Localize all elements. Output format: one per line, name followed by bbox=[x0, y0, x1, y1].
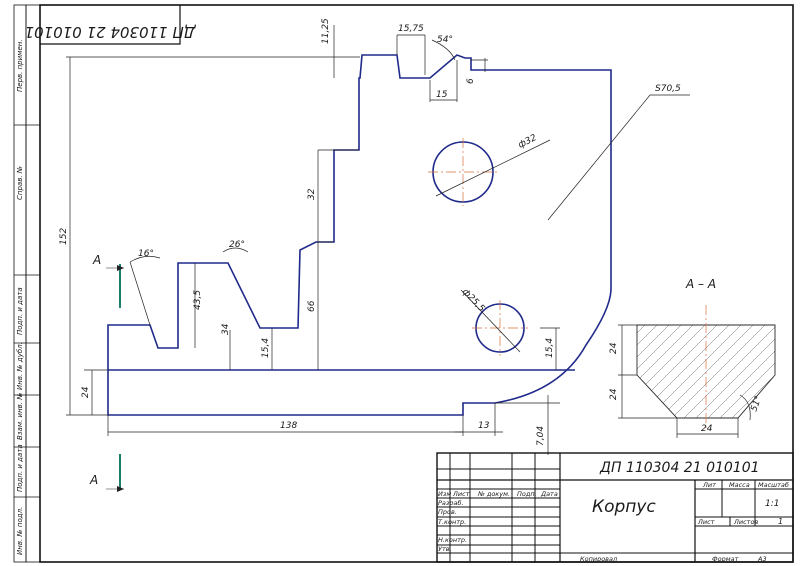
sheets-label: Листов bbox=[733, 518, 758, 526]
lit-header: Лит bbox=[702, 481, 716, 489]
scale-value: 1:1 bbox=[765, 499, 779, 509]
sidebar-label-dup-inv: Инв. № дубл. bbox=[16, 342, 24, 390]
dim-phi32: ф32 bbox=[517, 133, 539, 151]
row-label-approved: Утв. bbox=[438, 545, 452, 553]
dim-66: 66 bbox=[307, 300, 317, 312]
section-dim-bottom: 24 bbox=[701, 424, 713, 434]
dim-54deg: 54° bbox=[437, 35, 453, 45]
dim-138: 138 bbox=[280, 421, 297, 431]
sheet-frame bbox=[13, 4, 794, 563]
sidebar-label-sign-date-1: Подп. и дата bbox=[16, 287, 24, 335]
col-header-date: Дата bbox=[540, 490, 558, 498]
sheets-value: 1 bbox=[778, 517, 783, 526]
col-header-change: Изм bbox=[438, 490, 451, 498]
section-dim-side: 24 bbox=[609, 388, 619, 400]
dim-phi25-5: ф25,5 bbox=[460, 287, 487, 314]
col-header-sign: Подп. bbox=[517, 490, 537, 498]
scale-header: Масштаб bbox=[758, 481, 789, 489]
row-label-checked: Пров. bbox=[438, 508, 457, 516]
designation-stamp: ДП 110304 21 010101 bbox=[25, 5, 197, 45]
copied-label: Копировал bbox=[580, 555, 617, 563]
dim-152: 152 bbox=[59, 228, 69, 245]
section-angle: 51° bbox=[749, 395, 764, 413]
title-designation: ДП 110304 21 010101 bbox=[599, 460, 760, 476]
dim-24: 24 bbox=[81, 386, 91, 398]
dim-16deg: 16° bbox=[138, 249, 154, 259]
dim-43-5: 43,5 bbox=[193, 290, 203, 310]
sidebar-label-orig-inv: Инв. № подл. bbox=[16, 507, 24, 555]
sidebar-label-repl-inv: Взам. инв. № bbox=[16, 392, 24, 440]
view-mark-bottom: А bbox=[89, 473, 98, 487]
dim-15-75: 15,75 bbox=[398, 24, 424, 34]
dim-34: 34 bbox=[221, 323, 231, 335]
title-part-name: Корпус bbox=[592, 497, 656, 517]
dim-s70-5: S70,5 bbox=[655, 84, 681, 94]
format-label: Формат bbox=[712, 555, 739, 563]
sidebar-label-ref-no: Справ. № bbox=[16, 166, 24, 200]
section-dim-top: 24 bbox=[609, 342, 619, 354]
row-label-developed: Разраб. bbox=[438, 499, 464, 507]
dim-15-4b: 15,4 bbox=[545, 338, 555, 358]
dim-15-4a: 15,4 bbox=[261, 338, 271, 358]
dim-11-25: 11,25 bbox=[321, 18, 331, 44]
sidebar-label-sign-date-2: Подп. и дата bbox=[16, 444, 24, 492]
sidebar-labels: Перв. примен. Справ. № Подп. и дата Инв.… bbox=[16, 39, 24, 555]
stamp-designation: ДП 110304 21 010101 bbox=[25, 23, 197, 41]
title-block: ДП 110304 21 010101 Корпус Изм Лист № до… bbox=[436, 452, 794, 563]
mass-header: Масса bbox=[729, 481, 750, 489]
col-header-doc-no: № докум. bbox=[477, 490, 510, 498]
dim-26deg: 26° bbox=[229, 240, 245, 250]
sidebar-label-first-use: Перв. примен. bbox=[16, 39, 24, 92]
part-outline bbox=[107, 54, 612, 416]
view-mark-top: А bbox=[92, 253, 101, 267]
section-a-a: А – А 24 24 24 51° bbox=[609, 277, 776, 438]
dimension-lines bbox=[66, 25, 690, 455]
main-view: 11,25 15,75 54° 15 6 S70,5 ф32 152 32 16… bbox=[59, 18, 690, 492]
section-title: А – А bbox=[685, 277, 716, 291]
row-label-tech-control: Т.контр. bbox=[438, 518, 466, 526]
dim-6: 6 bbox=[466, 78, 476, 84]
format-value: А3 bbox=[757, 555, 767, 563]
dim-32: 32 bbox=[307, 188, 317, 200]
sheet-label: Лист bbox=[697, 518, 715, 526]
col-header-sheet: Лист bbox=[452, 490, 470, 498]
section-cut-marks: А А bbox=[89, 253, 124, 492]
dimension-texts: 11,25 15,75 54° 15 6 S70,5 ф32 152 32 16… bbox=[59, 18, 681, 446]
dim-7-04: 7,04 bbox=[536, 426, 546, 446]
row-label-norm-control: Н.контр. bbox=[438, 536, 467, 544]
dim-15: 15 bbox=[436, 90, 448, 100]
dim-13: 13 bbox=[478, 421, 490, 431]
